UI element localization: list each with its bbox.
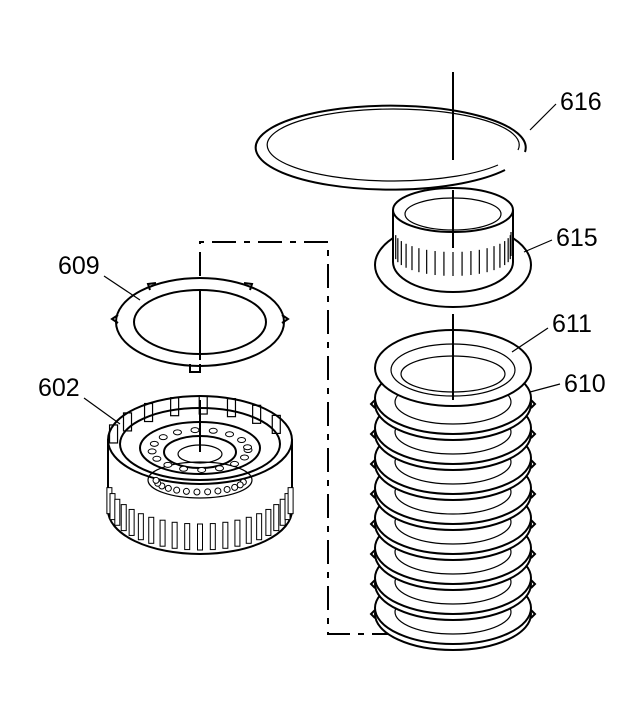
- leader-line-616: [529, 103, 557, 131]
- callout-609: 609: [58, 252, 100, 280]
- snap-ring-616: [254, 72, 527, 191]
- callout-616: 616: [560, 88, 602, 116]
- leader-line-609: [103, 275, 141, 301]
- leader-line-615: [523, 239, 553, 253]
- leader-line-610: [529, 383, 561, 393]
- callout-615: 615: [556, 224, 598, 252]
- backing-plate-609: [110, 277, 290, 373]
- backing-plate-615: [374, 187, 532, 308]
- callout-611: 611: [552, 310, 592, 338]
- callout-610: 610: [564, 370, 606, 398]
- leader-line-611: [511, 327, 549, 353]
- leader-line-602: [83, 397, 121, 425]
- callout-602: 602: [38, 374, 80, 402]
- assembly-path-dashed-line: [199, 241, 453, 635]
- clutch-housing-602: [106, 395, 294, 555]
- clutch-plate-stack-610-611: [369, 314, 537, 651]
